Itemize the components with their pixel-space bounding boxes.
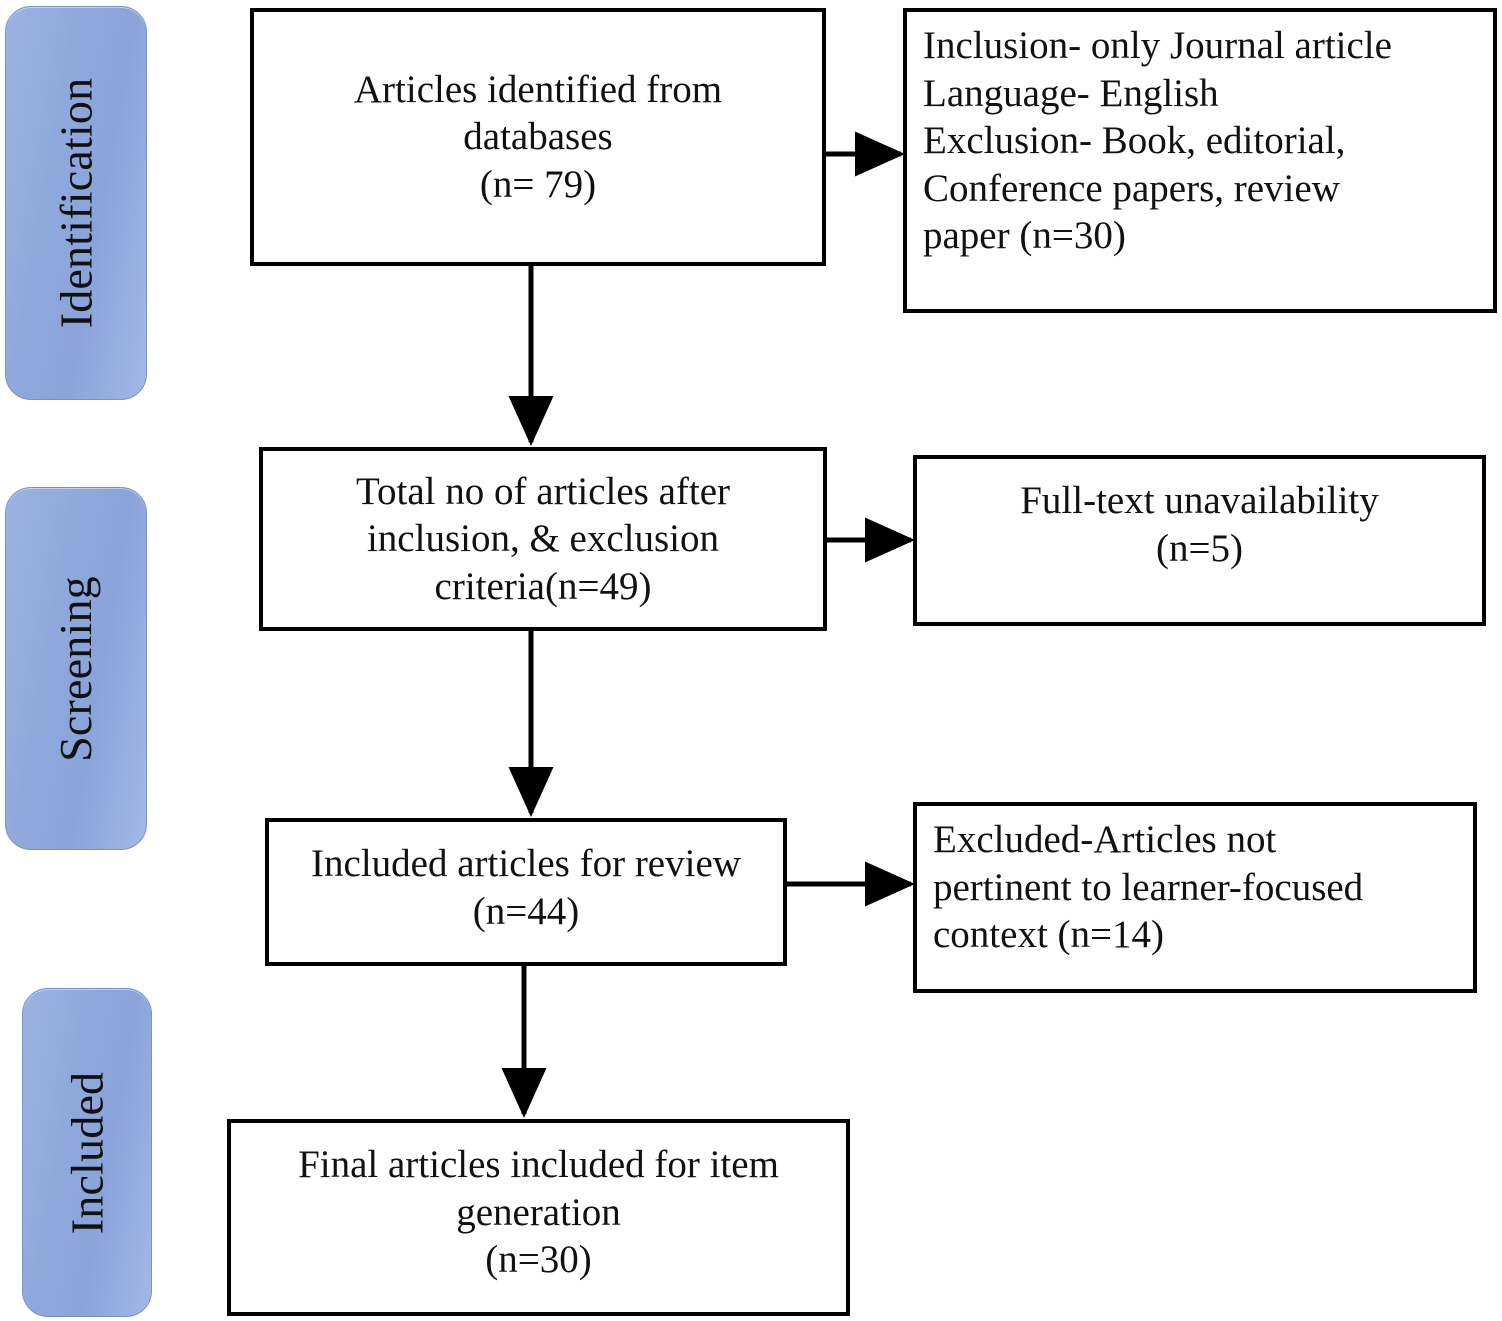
box-criteria-exclusion-count: paper (n=30) xyxy=(923,214,1126,258)
box-fulltext-unavailable: Full-text unavailability (n=5) xyxy=(913,455,1486,626)
box-articles-identified: Articles identified from databases (n= 7… xyxy=(250,8,826,266)
box-included-review: Included articles for review (n=44) xyxy=(265,818,787,966)
box-after-criteria: Total no of articles after inclusion, & … xyxy=(259,447,827,631)
box-fulltext-unavailable-count: (n=5) xyxy=(1156,526,1243,570)
box-criteria-exclusion-line-3: Exclusion- Book, editorial, xyxy=(923,119,1346,163)
box-after-criteria-count: criteria(n=49) xyxy=(434,564,652,608)
box-included-review-count: (n=44) xyxy=(472,889,580,933)
box-final-included-count: (n=30) xyxy=(485,1238,592,1282)
box-excluded-not-pertinent-line-2: pertinent to learner-focused xyxy=(933,865,1364,909)
box-after-criteria-line-1: Total no of articles after xyxy=(355,469,731,513)
box-fulltext-unavailable-line-1: Full-text unavailability xyxy=(1020,479,1379,522)
box-final-included-line-1: Final articles included for item xyxy=(298,1143,779,1186)
stage-label-identification-text: Identification xyxy=(50,77,101,329)
stage-label-identification: Identification xyxy=(5,6,147,400)
box-criteria-exclusion-line-1: Inclusion- only Journal article xyxy=(923,24,1392,67)
box-articles-identified-line-2: databases xyxy=(463,115,613,159)
box-final-included: Final articles included for item generat… xyxy=(227,1119,850,1316)
box-excluded-not-pertinent-line-1: Excluded-Articles not xyxy=(933,818,1277,861)
stage-label-screening: Screening xyxy=(5,487,147,850)
box-included-review-line-1: Included articles for review xyxy=(311,842,741,885)
box-articles-identified-count: (n= 79) xyxy=(479,162,597,206)
box-articles-identified-line-1: Articles identified from xyxy=(353,67,723,111)
stage-label-included: Included xyxy=(22,988,152,1317)
box-criteria-exclusion: Inclusion- only Journal article Language… xyxy=(903,8,1497,313)
box-excluded-not-pertinent: Excluded-Articles not pertinent to learn… xyxy=(913,802,1477,993)
box-after-criteria-line-2: inclusion, & exclusion xyxy=(366,517,720,561)
box-final-included-line-2: generation xyxy=(456,1190,621,1234)
box-excluded-not-pertinent-count: context (n=14) xyxy=(933,913,1165,957)
stage-label-included-text: Included xyxy=(61,1071,113,1234)
box-criteria-exclusion-line-4: Conference papers, review xyxy=(923,166,1340,210)
box-criteria-exclusion-line-2: Language- English xyxy=(923,71,1219,115)
stage-label-screening-text: Screening xyxy=(50,575,102,762)
